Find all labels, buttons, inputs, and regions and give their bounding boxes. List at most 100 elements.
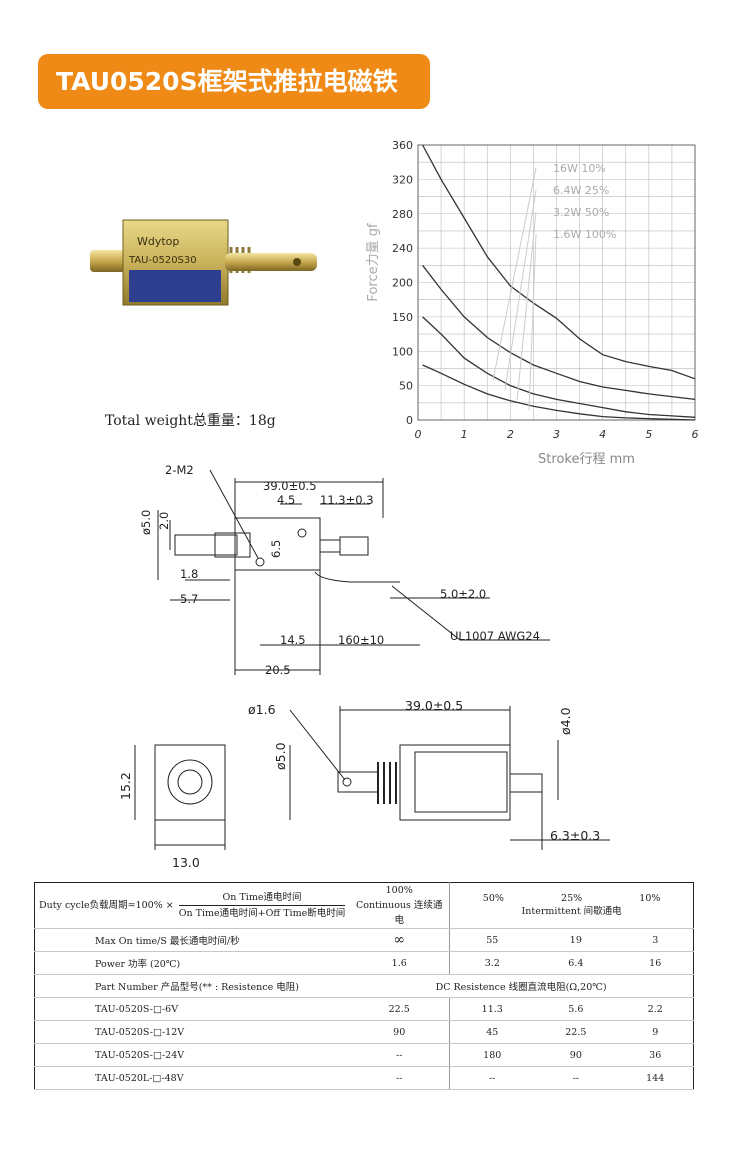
y-tick-label: 0 [406, 414, 413, 427]
rod-end [339, 536, 369, 556]
dim-113-label: 11.3±0.3 [320, 493, 374, 507]
front-frame [154, 744, 226, 821]
front-bore [167, 759, 213, 805]
plunger-hole [293, 258, 301, 266]
x-tick-label: 5 [645, 428, 652, 441]
resistance-value: 180 [449, 1043, 535, 1067]
maxon-10: 3 [617, 928, 694, 952]
series-line [422, 364, 696, 421]
resistance-value: 22.5 [534, 1020, 618, 1044]
dim-base [234, 560, 321, 675]
plunger-left-outline [174, 534, 238, 556]
power-10: 16 [617, 951, 694, 975]
resistance-value: 5.6 [534, 997, 618, 1021]
resistance-value: -- [534, 1066, 618, 1090]
phi5-label: ø5.0 [139, 510, 153, 535]
power-50: 3.2 [449, 951, 535, 975]
fraction-bottom: On Time通电时间+Off Time断电时间 [178, 908, 346, 919]
table-row: TAU-0520S-□-6V 22.5 11.3 5.6 2.2 [34, 997, 694, 1021]
dim-50-label: 5.0±2.0 [440, 587, 486, 601]
series-line [422, 316, 696, 418]
label-m2: 2-M2 [165, 463, 194, 477]
mode-intermittent: Intermittent 间歇通电 [521, 905, 622, 917]
power-25: 6.4 [534, 951, 618, 975]
rod-right [319, 539, 341, 553]
spec-table: Duty cycle负载周期=100% × On Time通电时间 On Tim… [34, 882, 694, 1090]
duty-label-cell: Duty cycle负载周期=100% × On Time通电时间 On Tim… [34, 882, 350, 929]
legend-entry: 1.6W 100% [553, 228, 616, 241]
table-row: TAU-0520S-□-24V -- 180 90 36 [34, 1043, 694, 1067]
fraction-top: On Time通电时间 [178, 890, 346, 906]
duty-cell-intermittent: 50% 25% 10% Intermittent 间歇通电 [449, 882, 694, 929]
duty-25: 25% [561, 892, 583, 904]
dimension-drawing-front: ø1.6 39.0±0.5 ø4.0 ø5.0 15.2 13.0 6.3±0.… [118, 698, 610, 870]
dim-20-label: 2.0 [157, 512, 171, 530]
title-banner: TAU0520S框架式推拉电磁铁 [38, 54, 430, 109]
screw-hole-2 [297, 528, 307, 538]
phi5-label2: ø5.0 [273, 742, 288, 770]
plunger-left [90, 250, 125, 272]
side-hole [342, 777, 352, 787]
series-line [422, 144, 696, 380]
part-number: TAU-0520S-□-24V [34, 1043, 350, 1067]
dim-total-label: 39.0±0.5 [263, 479, 317, 493]
plunger-right [225, 253, 317, 271]
screw-hole-1 [255, 557, 265, 567]
resistance-value: 36 [617, 1043, 694, 1067]
product-photo: Wdytop TAU-0520S30 [90, 219, 317, 306]
dim-160-label: 160±10 [338, 633, 384, 647]
duty-label: Duty cycle负载周期=100% × [39, 900, 174, 911]
resistance-value: 45 [449, 1020, 535, 1044]
resistance-value: -- [449, 1066, 535, 1090]
dim-63-label: 6.3±0.3 [550, 828, 600, 843]
duty-10: 10% [639, 892, 661, 904]
resistance-value: -- [349, 1066, 451, 1090]
legend-leader [504, 189, 537, 391]
resistance-value: 11.3 [449, 997, 535, 1021]
resistance-value: 9 [617, 1020, 694, 1044]
table-row-duty: Duty cycle负载周期=100% × On Time通电时间 On Tim… [34, 882, 694, 929]
h152-label: 15.2 [118, 772, 133, 800]
resistance-value: -- [349, 1043, 451, 1067]
dim-205-label: 20.5 [265, 663, 291, 677]
dim-total2 [339, 706, 511, 772]
resistance-value: 90 [534, 1043, 618, 1067]
maxon-label: Max On time/S 最长通电时间/秒 [34, 928, 350, 952]
maxon-50: 55 [449, 928, 535, 952]
series-line [422, 264, 696, 401]
maxon-100: ∞ [349, 928, 451, 952]
x-tick-label: 2 [507, 428, 514, 441]
dimension-drawing-side: 2-M2 39.0±0.5 4.5 11.3±0.3 ø5.0 2.0 6.5 … [139, 463, 550, 677]
legend-leader [516, 211, 537, 401]
y-tick-label: 100 [392, 345, 413, 358]
phi4-label: ø4.0 [558, 707, 573, 735]
plot-frame [417, 144, 696, 421]
y-tick-label: 200 [392, 277, 413, 290]
legend-entry: 6.4W 25% [553, 184, 609, 197]
coil [129, 270, 221, 302]
duty-cell-100: 100% Continuous 连续通电 [349, 882, 451, 929]
legend-entry: 3.2W 50% [553, 206, 609, 219]
duty-50: 50% [482, 892, 504, 904]
resistance-value: 2.2 [617, 997, 694, 1021]
table-row: TAU-0520S-□-12V 90 45 22.5 9 [34, 1020, 694, 1044]
duty-fraction: On Time通电时间 On Time通电时间+Off Time断电时间 [178, 890, 346, 921]
legend-leader [492, 167, 537, 381]
dim-w130 [154, 820, 226, 850]
part-number: TAU-0520S-□-6V [34, 997, 350, 1021]
x-tick-label: 6 [692, 428, 699, 441]
dim-45-label: 4.5 [277, 493, 295, 507]
brand-label: Wdytop [137, 235, 179, 248]
y-tick-label: 150 [392, 311, 413, 324]
resistance-value: 90 [349, 1020, 451, 1044]
dc-resistance-label: DC Resistence 线圈直流电阻(Ω,20℃) [349, 974, 694, 998]
table-row-power: Power 功率 (20℃) 1.6 3.2 6.4 16 [34, 951, 694, 975]
part-number: TAU-0520S-□-12V [34, 1020, 350, 1044]
side-spring [377, 762, 397, 804]
m2-leader [209, 469, 259, 559]
y-axis-label: Force力量 gf [366, 223, 381, 302]
y-tick-label: 280 [392, 208, 413, 221]
x-tick-label: 0 [415, 428, 422, 441]
power-100: 1.6 [349, 951, 451, 975]
